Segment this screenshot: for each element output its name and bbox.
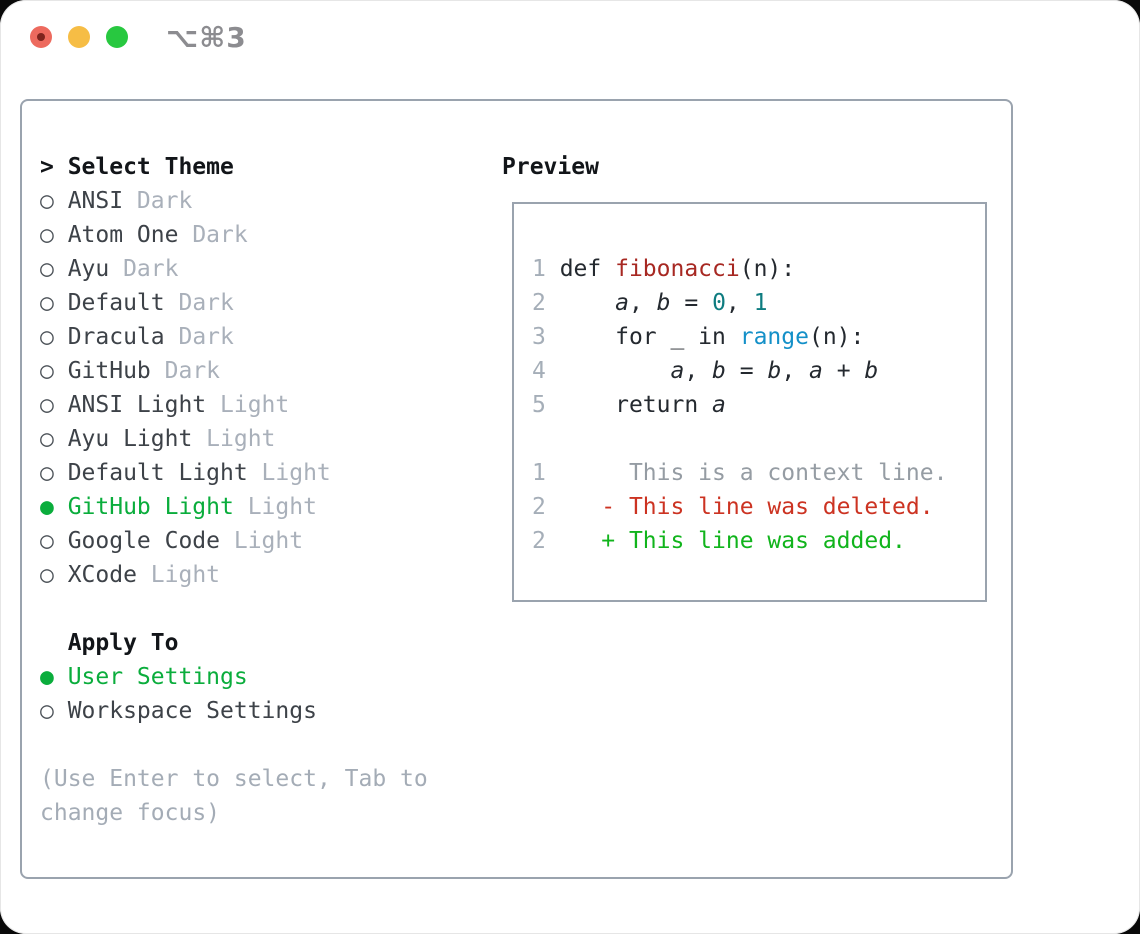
theme-name: XCode [67,562,137,588]
theme-name: Ayu [67,256,110,282]
radio-icon: ○ [40,324,54,350]
theme-option-ayu-dark[interactable]: ○ Ayu Dark [40,252,428,286]
theme-variant-tag: Dark [178,324,234,350]
theme-option-ayu-light[interactable]: ○ Ayu Light Light [40,422,428,456]
theme-name: GitHub Light [67,494,234,520]
theme-option-default-dark[interactable]: ○ Default Dark [40,286,428,320]
radio-icon: ○ [40,528,54,554]
apply-option-user-settings[interactable]: ● User Settings [40,660,428,694]
theme-variant-tag: Dark [164,358,221,384]
radio-selected-icon: ● [40,664,54,690]
radio-icon: ○ [40,188,54,214]
theme-option-github-dark[interactable]: ○ GitHub Dark [40,354,428,388]
theme-variant-tag: Light [261,460,331,486]
radio-icon: ○ [40,256,54,282]
theme-option-github-light[interactable]: ● GitHub Light Light [40,490,428,524]
close-button[interactable] [30,26,52,48]
help-text-line-2: change focus) [40,800,221,826]
code-line-2: 2 a, b = 0, 1 [532,290,768,316]
theme-name: Ayu Light [67,426,193,452]
theme-variant-tag: Light [220,392,290,418]
select-theme-title: Select Theme [67,154,234,180]
theme-variant-tag: Light [233,528,304,554]
radio-icon: ○ [40,698,54,724]
radio-icon: ○ [40,392,54,418]
theme-option-ansi-light[interactable]: ○ ANSI Light Light [40,388,428,422]
radio-icon: ○ [40,222,54,248]
apply-option-workspace-settings[interactable]: ○ Workspace Settings [40,694,428,728]
theme-name: Google Code [67,528,221,554]
preview-title: Preview [502,154,599,180]
theme-variant-tag: Dark [178,290,234,316]
blank-line [532,422,947,456]
theme-name: Default Light [67,460,248,486]
theme-variant-tag: Dark [123,256,179,282]
theme-option-google-code-light[interactable]: ○ Google Code Light [40,524,428,558]
theme-name: GitHub [67,358,151,384]
theme-variant-tag: Light [206,426,276,452]
theme-option-atom-one-dark[interactable]: ○ Atom One Dark [40,218,428,252]
apply-to-title: Apply To [67,630,179,656]
theme-option-ansi-dark[interactable]: ○ ANSI Dark [40,184,428,218]
radio-icon: ○ [40,358,54,384]
apply-option-label: Workspace Settings [67,698,317,724]
zoom-button[interactable] [106,26,128,48]
apply-option-label: User Settings [67,664,248,690]
radio-icon: ○ [40,426,54,452]
code-line-4: 4 a, b = b, a + b [532,358,879,384]
minimize-button[interactable] [68,26,90,48]
window-title: ⌥⌘3 [166,21,247,54]
theme-name: ANSI Light [67,392,207,418]
theme-variant-tag: Dark [192,222,248,248]
apply-to-header: Apply To [40,626,428,660]
theme-option-dracula-dark[interactable]: ○ Dracula Dark [40,320,428,354]
spacer [40,592,428,626]
preview-box: 1 def fibonacci(n): 2 a, b = 0, 1 3 for … [512,202,987,602]
theme-option-xcode-light[interactable]: ○ XCode Light [40,558,428,592]
theme-variant-tag: Light [150,562,221,588]
theme-name: Default [67,290,165,316]
theme-name: ANSI [67,188,124,214]
help-text-line-1: (Use Enter to select, Tab to [40,766,428,792]
theme-name: Atom One [67,222,179,248]
theme-option-default-light[interactable]: ○ Default Light Light [40,456,428,490]
theme-name: Dracula [67,324,165,350]
titlebar: ⌥⌘3 [0,0,1140,80]
code-line-1: 1 def fibonacci(n): [532,256,796,282]
code-line-5: 5 return a [532,392,726,418]
radio-icon: ○ [40,290,54,316]
theme-variant-tag: Dark [136,188,193,214]
select-theme-header: > Select Theme [40,150,428,184]
theme-variant-tag: Light [247,494,317,520]
diff-context-line: 1 This is a context line. [532,460,948,486]
code-line-3: 3 for _ in range(n): [532,324,865,350]
radio-icon: ○ [40,460,54,486]
spacer [40,728,428,762]
diff-added-line: 2 + This line was added. [532,528,906,554]
radio-selected-icon: ● [40,494,54,520]
diff-deleted-line: 2 - This line was deleted. [532,494,934,520]
prompt-icon: > [40,154,54,180]
radio-icon: ○ [40,562,54,588]
code-preview: 1 def fibonacci(n): 2 a, b = 0, 1 3 for … [532,252,947,558]
